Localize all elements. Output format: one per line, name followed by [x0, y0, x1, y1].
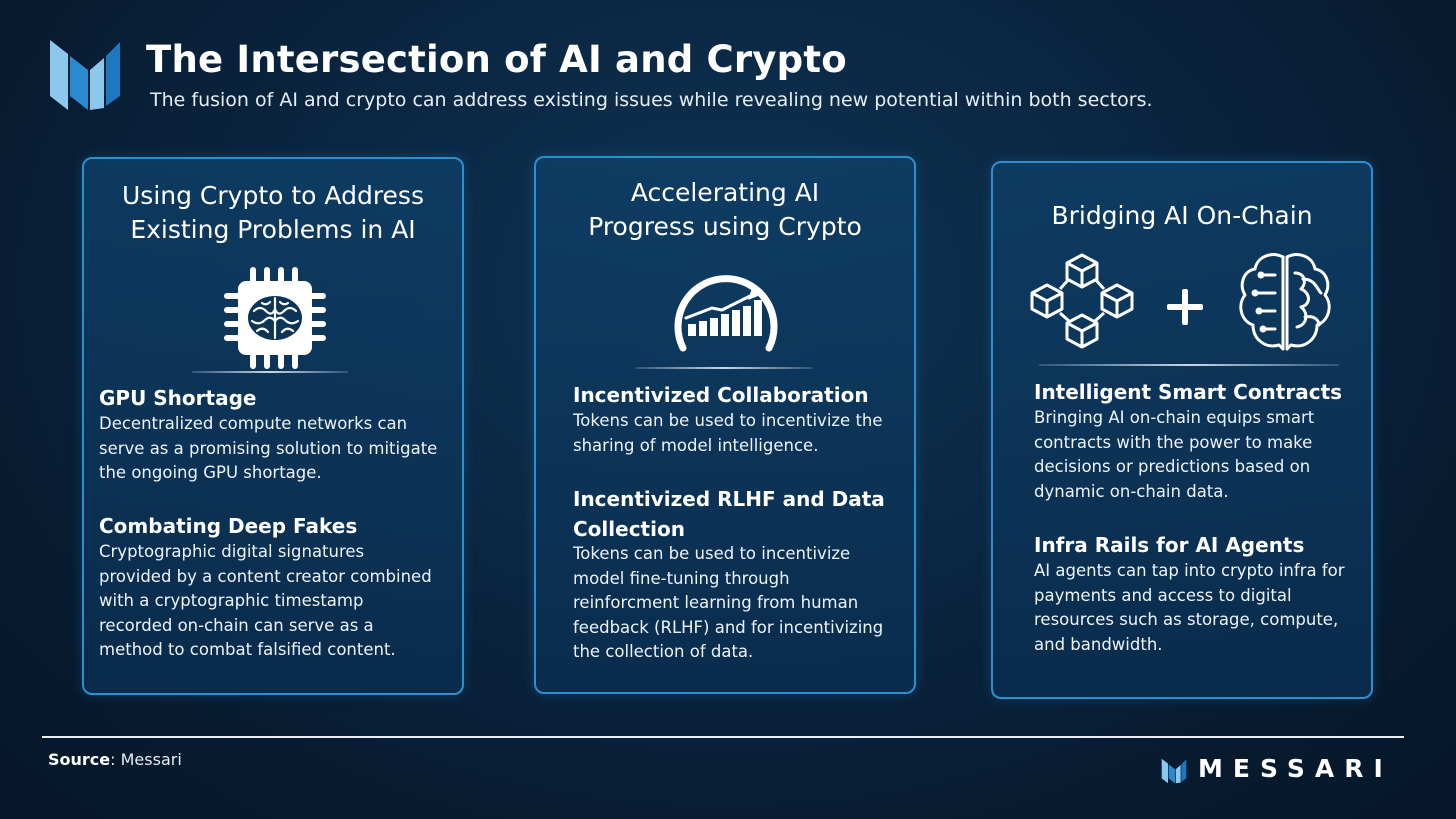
card-title: Using Crypto to Address Existing Problem… — [122, 181, 424, 244]
plus-icon — [1167, 289, 1203, 325]
section-body-incentivized-collaboration: Tokens can be used to incentivize the sh… — [573, 411, 883, 455]
messari-logo-icon — [1161, 758, 1187, 784]
section-title-gpu-shortage: GPU Shortage — [99, 386, 257, 410]
section-body-incentivized-rlhf: Tokens can be used to incentivize model … — [573, 544, 884, 661]
section-title-incentivized-collaboration: Incentivized Collaboration — [573, 383, 869, 407]
card-title: Bridging AI On-Chain — [1051, 201, 1313, 230]
brand-wordmark: MESSARI — [1198, 754, 1393, 783]
section-title-deep-fakes: Combating Deep Fakes — [99, 514, 358, 538]
page-subtitle: The fusion of AI and crypto can address … — [150, 89, 1153, 111]
brain-circuit-icon — [1239, 253, 1331, 351]
section-body-gpu-shortage: Decentralized compute networks can serve… — [99, 414, 438, 482]
section-body-smart-contracts: Bringing AI on-chain equips smart contra… — [1034, 408, 1315, 501]
blockchain-icon — [1030, 253, 1134, 349]
section-body-infra-rails: AI agents can tap into crypto infra for … — [1034, 561, 1345, 654]
card-title: Accelerating AI Progress using Crypto — [588, 178, 862, 241]
section-body-deep-fakes: Cryptographic digital signatures provide… — [99, 542, 432, 659]
footer-divider — [42, 736, 1404, 738]
section-title-smart-contracts: Intelligent Smart Contracts — [1034, 380, 1343, 404]
card-bridging-ai-on-chain: Bridging AI On-Chain Intelligent Smart C… — [991, 161, 1373, 699]
card-divider — [192, 371, 348, 373]
card-divider — [1039, 364, 1339, 366]
page-title: The Intersection of AI and Crypto — [146, 38, 847, 81]
section-title-incentivized-rlhf: Incentivized RLHF and Data Collection — [573, 487, 885, 541]
section-title-infra-rails: Infra Rails for AI Agents — [1034, 533, 1305, 557]
growth-gauge-icon — [674, 275, 778, 352]
messari-logo-icon — [50, 40, 120, 110]
messari-brand: MESSARI — [1160, 754, 1410, 786]
card-divider — [636, 367, 812, 369]
chip-brain-icon — [224, 267, 326, 369]
card-accelerating-ai: Accelerating AI Progress using Crypto In… — [534, 156, 916, 694]
source-credit: Source: Messari — [48, 750, 182, 769]
card-crypto-for-ai: Using Crypto to Address Existing Problem… — [82, 157, 464, 695]
